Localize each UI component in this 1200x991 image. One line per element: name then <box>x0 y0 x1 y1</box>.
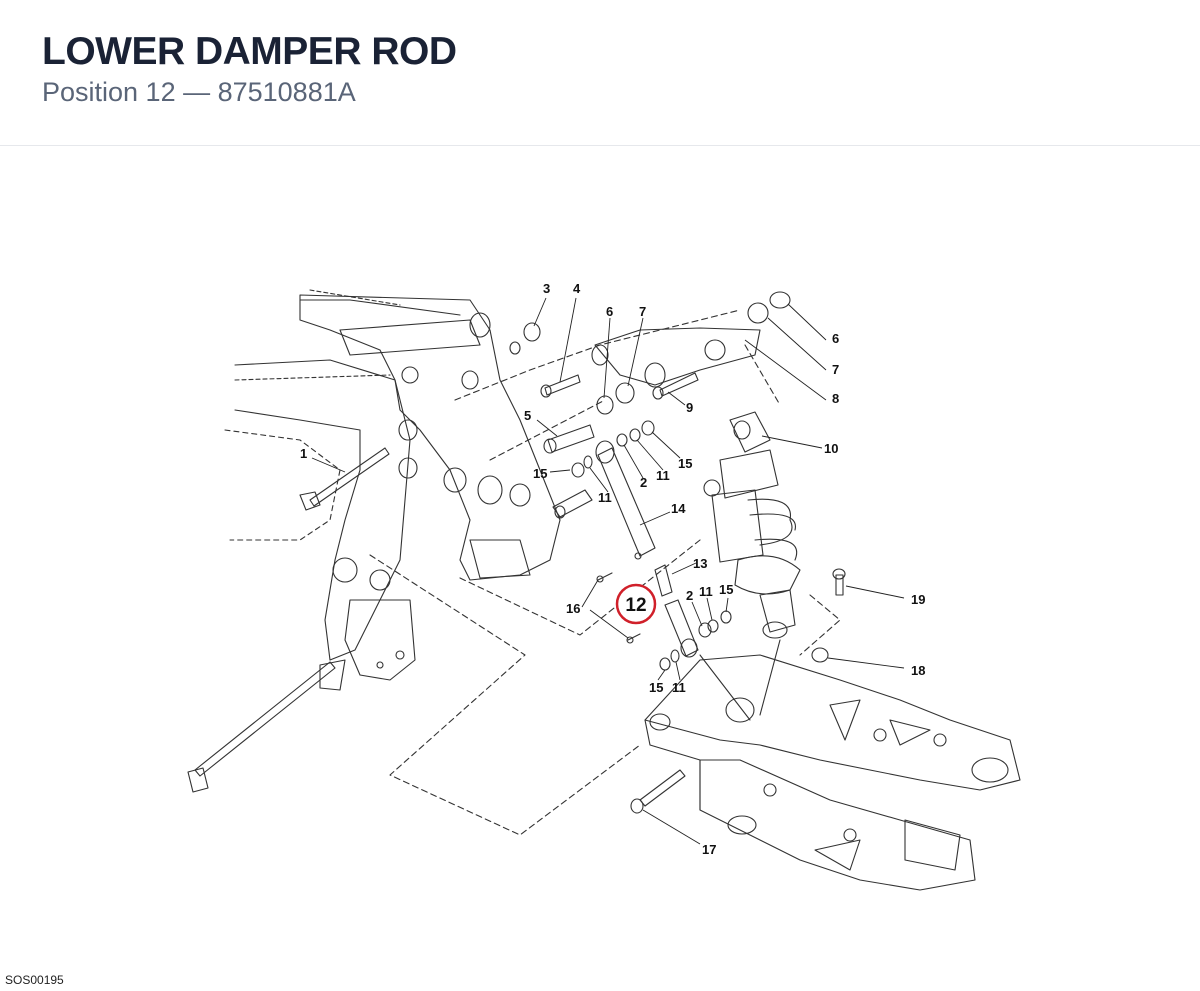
callout-8: 8 <box>832 391 839 406</box>
callout-11-left: 11 <box>598 490 612 505</box>
callout-labels: 1 2 2 3 4 5 6 6 7 7 8 9 10 11 11 11 11 1… <box>300 281 925 857</box>
highlight-ring <box>615 583 657 625</box>
callout-9: 9 <box>686 400 693 415</box>
callout-3: 3 <box>543 281 550 296</box>
callout-11-right: 11 <box>699 584 713 599</box>
callout-15-left: 15 <box>533 466 547 481</box>
callout-7-right: 7 <box>832 362 839 377</box>
callout-15-bottom: 15 <box>649 680 663 695</box>
page-subtitle: Position 12 — 87510881A <box>42 77 356 107</box>
callout-15-right: 15 <box>719 582 733 597</box>
callout-5: 5 <box>524 408 531 423</box>
leader-lines <box>311 297 905 845</box>
callout-11-upper: 11 <box>656 468 670 483</box>
drawing-code: SOS00195 <box>5 973 64 987</box>
callout-4: 4 <box>573 281 581 296</box>
exploded-parts-diagram: 1 2 2 3 4 5 6 6 7 7 8 9 10 11 11 11 11 1… <box>0 146 1200 991</box>
callout-13: 13 <box>693 556 707 571</box>
callout-6-left: 6 <box>606 304 613 319</box>
callout-2-upper: 2 <box>640 475 647 490</box>
highlighted-callout-12[interactable]: 12 <box>615 583 657 625</box>
callout-14: 14 <box>671 501 686 516</box>
callout-6-right: 6 <box>832 331 839 346</box>
callout-15-upper: 15 <box>678 456 692 471</box>
header: LOWER DAMPER ROD Position 12 — 87510881A <box>0 0 1200 146</box>
callout-2-lower: 2 <box>686 588 693 603</box>
callout-1: 1 <box>300 446 307 461</box>
diagram-canvas: 1 2 2 3 4 5 6 6 7 7 8 9 10 11 11 11 11 1… <box>187 281 1021 891</box>
callout-7-left: 7 <box>639 304 646 319</box>
frame-drawing <box>187 289 1021 891</box>
page-title: LOWER DAMPER ROD <box>42 30 457 73</box>
callout-16: 16 <box>566 601 580 616</box>
callout-19: 19 <box>911 592 925 607</box>
callout-11-bottom: 11 <box>672 680 686 695</box>
callout-17: 17 <box>702 842 716 857</box>
callout-12: 12 <box>625 595 646 616</box>
callout-10: 10 <box>824 441 838 456</box>
callout-18: 18 <box>911 663 925 678</box>
